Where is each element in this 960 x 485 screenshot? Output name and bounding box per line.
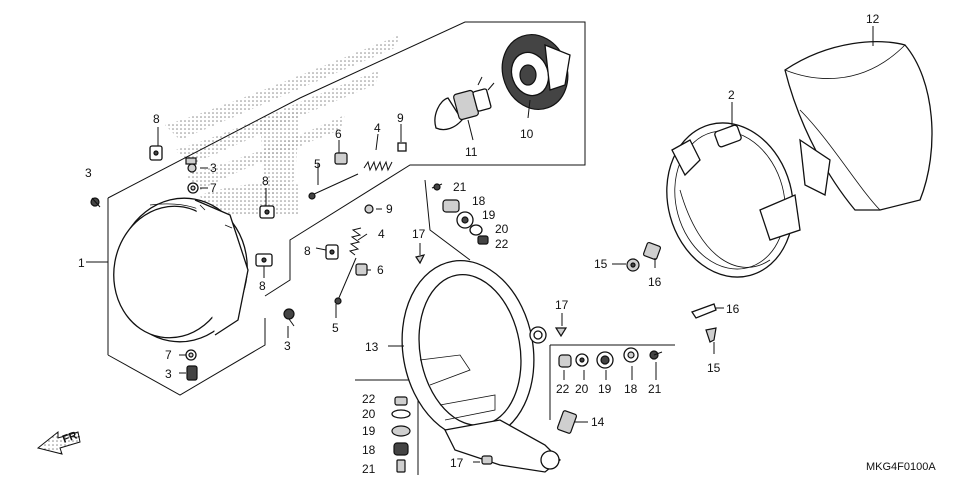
bulb-socket bbox=[501, 34, 571, 110]
collar-9a bbox=[397, 142, 407, 152]
callout-7: 7 bbox=[210, 181, 217, 195]
clip-16a bbox=[642, 241, 662, 261]
headlight-cover bbox=[784, 41, 933, 211]
callout-8: 8 bbox=[153, 112, 160, 126]
callout-13: 13 bbox=[365, 340, 379, 354]
callout-3: 3 bbox=[284, 339, 291, 353]
spring-4b bbox=[348, 227, 362, 256]
callout-5: 5 bbox=[332, 321, 339, 335]
callout-9: 9 bbox=[397, 111, 404, 125]
adjuster-screw-5b bbox=[334, 257, 357, 305]
callout-17: 17 bbox=[412, 227, 426, 241]
callout-22: 22 bbox=[556, 382, 570, 396]
headlight-bulb bbox=[434, 76, 495, 131]
nut-6a bbox=[334, 152, 348, 165]
callout-18: 18 bbox=[362, 443, 376, 457]
callout-20: 20 bbox=[362, 407, 376, 421]
collar-9b bbox=[364, 204, 374, 214]
callout-3: 3 bbox=[210, 161, 217, 175]
front-direction-arrow bbox=[36, 430, 81, 455]
callout-22: 22 bbox=[495, 237, 509, 251]
nut-6b bbox=[355, 263, 368, 276]
callout-17: 17 bbox=[555, 298, 569, 312]
screw-3d bbox=[186, 365, 198, 381]
callout-16: 16 bbox=[726, 302, 740, 316]
misc-fasteners bbox=[415, 241, 717, 465]
screw-3c bbox=[283, 308, 295, 327]
callout-14: 14 bbox=[591, 415, 605, 429]
callout-19: 19 bbox=[362, 424, 376, 438]
callout-21: 21 bbox=[453, 180, 467, 194]
callout-16: 16 bbox=[648, 275, 662, 289]
callout-8: 8 bbox=[304, 244, 311, 258]
callout-21: 21 bbox=[648, 382, 662, 396]
callout-18: 18 bbox=[472, 194, 486, 208]
callout-17: 17 bbox=[450, 456, 464, 470]
callout-5: 5 bbox=[314, 157, 321, 171]
nut-7b bbox=[185, 349, 197, 361]
headlight-case bbox=[666, 122, 801, 278]
nut-7a bbox=[187, 182, 199, 194]
frame-lines bbox=[107, 21, 675, 475]
leader-lines bbox=[86, 26, 874, 463]
screw-17b bbox=[554, 327, 568, 338]
callout-19: 19 bbox=[598, 382, 612, 396]
callout-15: 15 bbox=[594, 257, 608, 271]
screw-3b bbox=[185, 157, 197, 173]
diagram-code: MKG4F0100A bbox=[866, 461, 936, 473]
clip-8b bbox=[259, 205, 275, 219]
callout-2: 2 bbox=[728, 88, 735, 102]
callout-3: 3 bbox=[165, 367, 172, 381]
callout-11: 11 bbox=[465, 145, 478, 159]
screw-3a bbox=[90, 197, 101, 208]
grommet-stack-lower-left bbox=[391, 396, 411, 473]
clip-8d bbox=[325, 244, 339, 260]
callout-6: 6 bbox=[335, 127, 342, 141]
callout-8: 8 bbox=[262, 174, 269, 188]
headlight-stay bbox=[401, 260, 561, 473]
clip-16b bbox=[691, 303, 717, 319]
callout-8: 8 bbox=[259, 279, 266, 293]
grommet-stack-upper bbox=[431, 183, 489, 245]
grommet-row-lower-right bbox=[558, 347, 663, 369]
callout-15: 15 bbox=[707, 361, 721, 375]
callout-19: 19 bbox=[482, 208, 496, 222]
callout-18: 18 bbox=[624, 382, 638, 396]
callout-10: 10 bbox=[520, 127, 534, 141]
callout-4: 4 bbox=[378, 227, 385, 241]
callout-6: 6 bbox=[377, 263, 384, 277]
callout-labels: 1 2 3 3 3 3 4 4 5 5 6 6 7 7 8 8 8 8 9 9 … bbox=[78, 12, 880, 476]
clip-8a bbox=[149, 145, 163, 161]
callout-20: 20 bbox=[575, 382, 589, 396]
callout-21: 21 bbox=[362, 462, 376, 476]
bolt-14 bbox=[556, 410, 578, 434]
screw-17a bbox=[415, 254, 426, 265]
callout-22: 22 bbox=[362, 392, 376, 406]
callout-7: 7 bbox=[165, 348, 172, 362]
screw-parts bbox=[90, 142, 407, 381]
adjuster-screw-5a bbox=[308, 173, 359, 200]
callout-4: 4 bbox=[374, 121, 381, 135]
clip-8c bbox=[255, 253, 273, 267]
bolt-15b bbox=[705, 327, 717, 343]
headlight-unit bbox=[113, 197, 249, 343]
bolt-15a bbox=[626, 258, 640, 272]
callout-9: 9 bbox=[386, 202, 393, 216]
callout-20: 20 bbox=[495, 222, 509, 236]
front-direction-label: FR. bbox=[61, 428, 82, 445]
spring-4a bbox=[363, 160, 393, 172]
callout-3: 3 bbox=[85, 166, 92, 180]
wing-logo-background bbox=[165, 35, 400, 217]
callout-1: 1 bbox=[78, 256, 85, 270]
callout-12: 12 bbox=[866, 12, 880, 26]
screw-17c bbox=[481, 455, 493, 465]
